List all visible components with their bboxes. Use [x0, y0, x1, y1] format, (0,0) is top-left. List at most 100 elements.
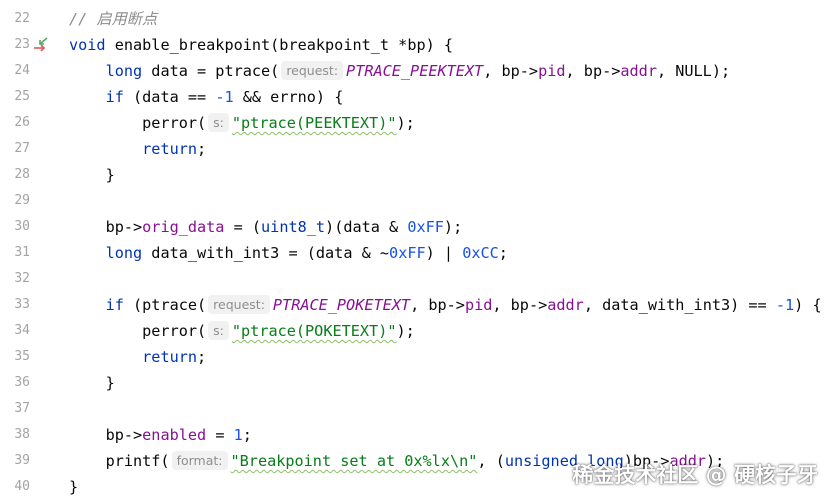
parameter-hint: request: — [208, 295, 270, 314]
code-token: PTRACE_POKETEXT — [272, 296, 411, 314]
code-token: )(data & — [325, 218, 408, 236]
code-token: } — [69, 478, 79, 496]
code-text[interactable]: } — [69, 162, 115, 188]
line-number: 38 — [14, 427, 30, 442]
line-number: 22 — [14, 11, 30, 26]
code-token: 0xFF — [389, 244, 426, 262]
code-token — [69, 62, 106, 80]
string-literal: "Breakpoint set at 0x%lx\n" — [230, 452, 478, 470]
code-line[interactable]: 36 } — [0, 370, 832, 396]
code-token: } — [69, 374, 115, 392]
code-text[interactable]: bp->enabled = 1; — [69, 422, 252, 448]
code-token: pid — [464, 296, 493, 314]
keyword-token: uint8_t — [261, 218, 326, 236]
code-token: addr — [620, 62, 657, 80]
code-text[interactable]: bp->orig_data = (uint8_t)(data & 0xFF); — [69, 214, 463, 240]
code-token: -1 — [775, 296, 795, 314]
code-line[interactable]: 22 // 启用断点 — [0, 6, 832, 32]
code-token: -1 — [215, 88, 234, 106]
line-number: 27 — [14, 141, 30, 156]
code-line[interactable]: 24 long data = ptrace(request:PTRACE_PEE… — [0, 58, 832, 84]
code-text[interactable]: void enable_breakpoint(breakpoint_t *bp)… — [69, 32, 453, 58]
code-token: ); — [396, 322, 415, 340]
code-token: , NULL); — [656, 62, 731, 80]
code-text[interactable]: } — [69, 370, 115, 396]
code-line[interactable]: 39 printf(format:"Breakpoint set at 0x%l… — [0, 448, 832, 474]
code-token: , bp-> — [410, 296, 465, 314]
code-token: = ( — [224, 218, 262, 236]
code-line[interactable]: 31 long data_with_int3 = (data & ~0xFF) … — [0, 240, 832, 266]
line-number: 34 — [14, 323, 30, 338]
code-token: bp-> — [69, 218, 143, 236]
line-number: 36 — [14, 375, 30, 390]
code-text[interactable]: long data = ptrace(request:PTRACE_PEEKTE… — [69, 58, 730, 84]
code-token: , bp-> — [492, 296, 548, 314]
code-line[interactable]: 27 return; — [0, 136, 832, 162]
code-token: 0xCC — [462, 244, 499, 262]
code-token: )bp-> — [623, 452, 670, 470]
code-token: = — [206, 426, 234, 444]
code-line[interactable]: 35 return; — [0, 344, 832, 370]
code-line[interactable]: 28 } — [0, 162, 832, 188]
code-editor[interactable]: 22 // 启用断点 23 void enable_breakpoint(breakp… — [0, 6, 832, 500]
keyword-token: long — [105, 244, 143, 262]
code-text[interactable]: printf(format:"Breakpoint set at 0x%lx\n… — [69, 448, 724, 474]
parameter-hint: request: — [281, 61, 344, 80]
code-line[interactable]: 37 — [0, 396, 832, 422]
code-token — [69, 140, 142, 158]
code-line[interactable]: 29 — [0, 188, 832, 214]
code-token: , bp-> — [565, 62, 621, 80]
code-token: ); — [706, 452, 725, 470]
code-line[interactable]: 38 bp->enabled = 1; — [0, 422, 832, 448]
code-text[interactable]: return; — [69, 136, 206, 162]
code-token: data_with_int3 = (data & ~ — [142, 244, 390, 262]
parameter-hint: s: — [208, 113, 229, 132]
code-line[interactable]: 30 bp->orig_data = (uint8_t)(data & 0xFF… — [0, 214, 832, 240]
code-token: , ( — [477, 452, 505, 470]
code-text[interactable]: perror(s:"ptrace(PEEKTEXT)"); — [69, 110, 415, 136]
code-token: (data == — [123, 88, 216, 106]
string-literal: "ptrace(POKETEXT)" — [231, 322, 397, 340]
code-text[interactable]: return; — [69, 344, 206, 370]
line-number: 28 — [14, 167, 30, 182]
code-line[interactable]: 23 void enable_breakpoint(breakpoint_t *b… — [0, 32, 832, 58]
code-token: (ptrace( — [123, 296, 207, 314]
code-token: ); — [443, 218, 463, 236]
code-token — [69, 348, 142, 366]
line-number: 33 — [14, 297, 30, 312]
comment-text: // 启用断点 — [69, 10, 158, 28]
code-text[interactable]: if (ptrace(request:PTRACE_POKETEXT, bp->… — [69, 292, 822, 318]
code-token: } — [69, 166, 115, 184]
code-token: ; — [197, 348, 207, 366]
code-token — [69, 244, 106, 262]
keyword-token: long — [105, 62, 143, 80]
code-line[interactable]: 32 — [0, 266, 832, 292]
code-line[interactable]: 26 perror(s:"ptrace(PEEKTEXT)"); — [0, 110, 832, 136]
line-number: 37 — [14, 401, 30, 416]
line-number: 23 — [14, 37, 30, 52]
code-text[interactable]: if (data == -1 && errno) { — [69, 84, 344, 110]
watermark: 稀金技术社区 @ 硬核子牙 — [572, 463, 818, 487]
code-token: ; — [197, 140, 207, 158]
line-number: 30 — [14, 219, 30, 234]
code-line[interactable]: 33 if (ptrace(request:PTRACE_POKETEXT, b… — [0, 292, 832, 318]
code-line[interactable]: 34 perror(s:"ptrace(POKETEXT)"); — [0, 318, 832, 344]
code-token: ) { — [794, 296, 822, 314]
code-text[interactable]: perror(s:"ptrace(POKETEXT)"); — [69, 318, 415, 344]
code-text[interactable]: long data_with_int3 = (data & ~0xFF) | 0… — [69, 240, 508, 266]
code-token: enabled — [142, 426, 207, 444]
code-token: addr — [547, 296, 584, 314]
code-token: && errno) { — [233, 88, 344, 106]
parameter-hint: format: — [171, 451, 228, 470]
line-number: 32 — [14, 271, 30, 286]
code-token: printf( — [69, 452, 170, 470]
code-token: enable_breakpoint(breakpoint_t *bp) { — [105, 36, 454, 54]
navigate-declaration-icon[interactable] — [33, 35, 51, 53]
code-text[interactable]: // 启用断点 — [69, 6, 157, 32]
code-line[interactable]: 40} — [0, 474, 832, 500]
code-line[interactable]: 25 if (data == -1 && errno) { — [0, 84, 832, 110]
line-number: 24 — [14, 63, 30, 78]
code-token: PTRACE_PEEKTEXT — [346, 62, 484, 80]
string-literal: "ptrace(PEEKTEXT)" — [231, 114, 397, 132]
code-text[interactable]: } — [69, 474, 78, 500]
